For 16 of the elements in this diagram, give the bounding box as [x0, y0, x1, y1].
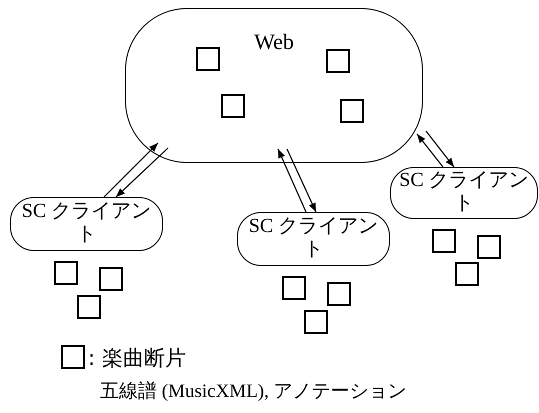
arrow — [104, 142, 158, 198]
arrow — [286, 148, 317, 212]
cloud-box — [125, 8, 423, 163]
arrow — [426, 130, 454, 168]
client-box — [237, 212, 390, 266]
node-label: SC クライアント — [248, 215, 380, 261]
note-text: 五線譜 (MusicXML), アノテーション — [100, 380, 407, 404]
node-label: SC クライアント — [20, 200, 152, 246]
client-box — [10, 197, 163, 251]
node-label: SC クライアント — [398, 169, 530, 215]
arrow — [116, 148, 168, 198]
arrow — [416, 134, 444, 168]
legend-label: : 楽曲断片 — [88, 345, 186, 372]
node-title: Web — [253, 29, 295, 54]
client-box — [390, 167, 538, 219]
arrow — [277, 148, 307, 212]
